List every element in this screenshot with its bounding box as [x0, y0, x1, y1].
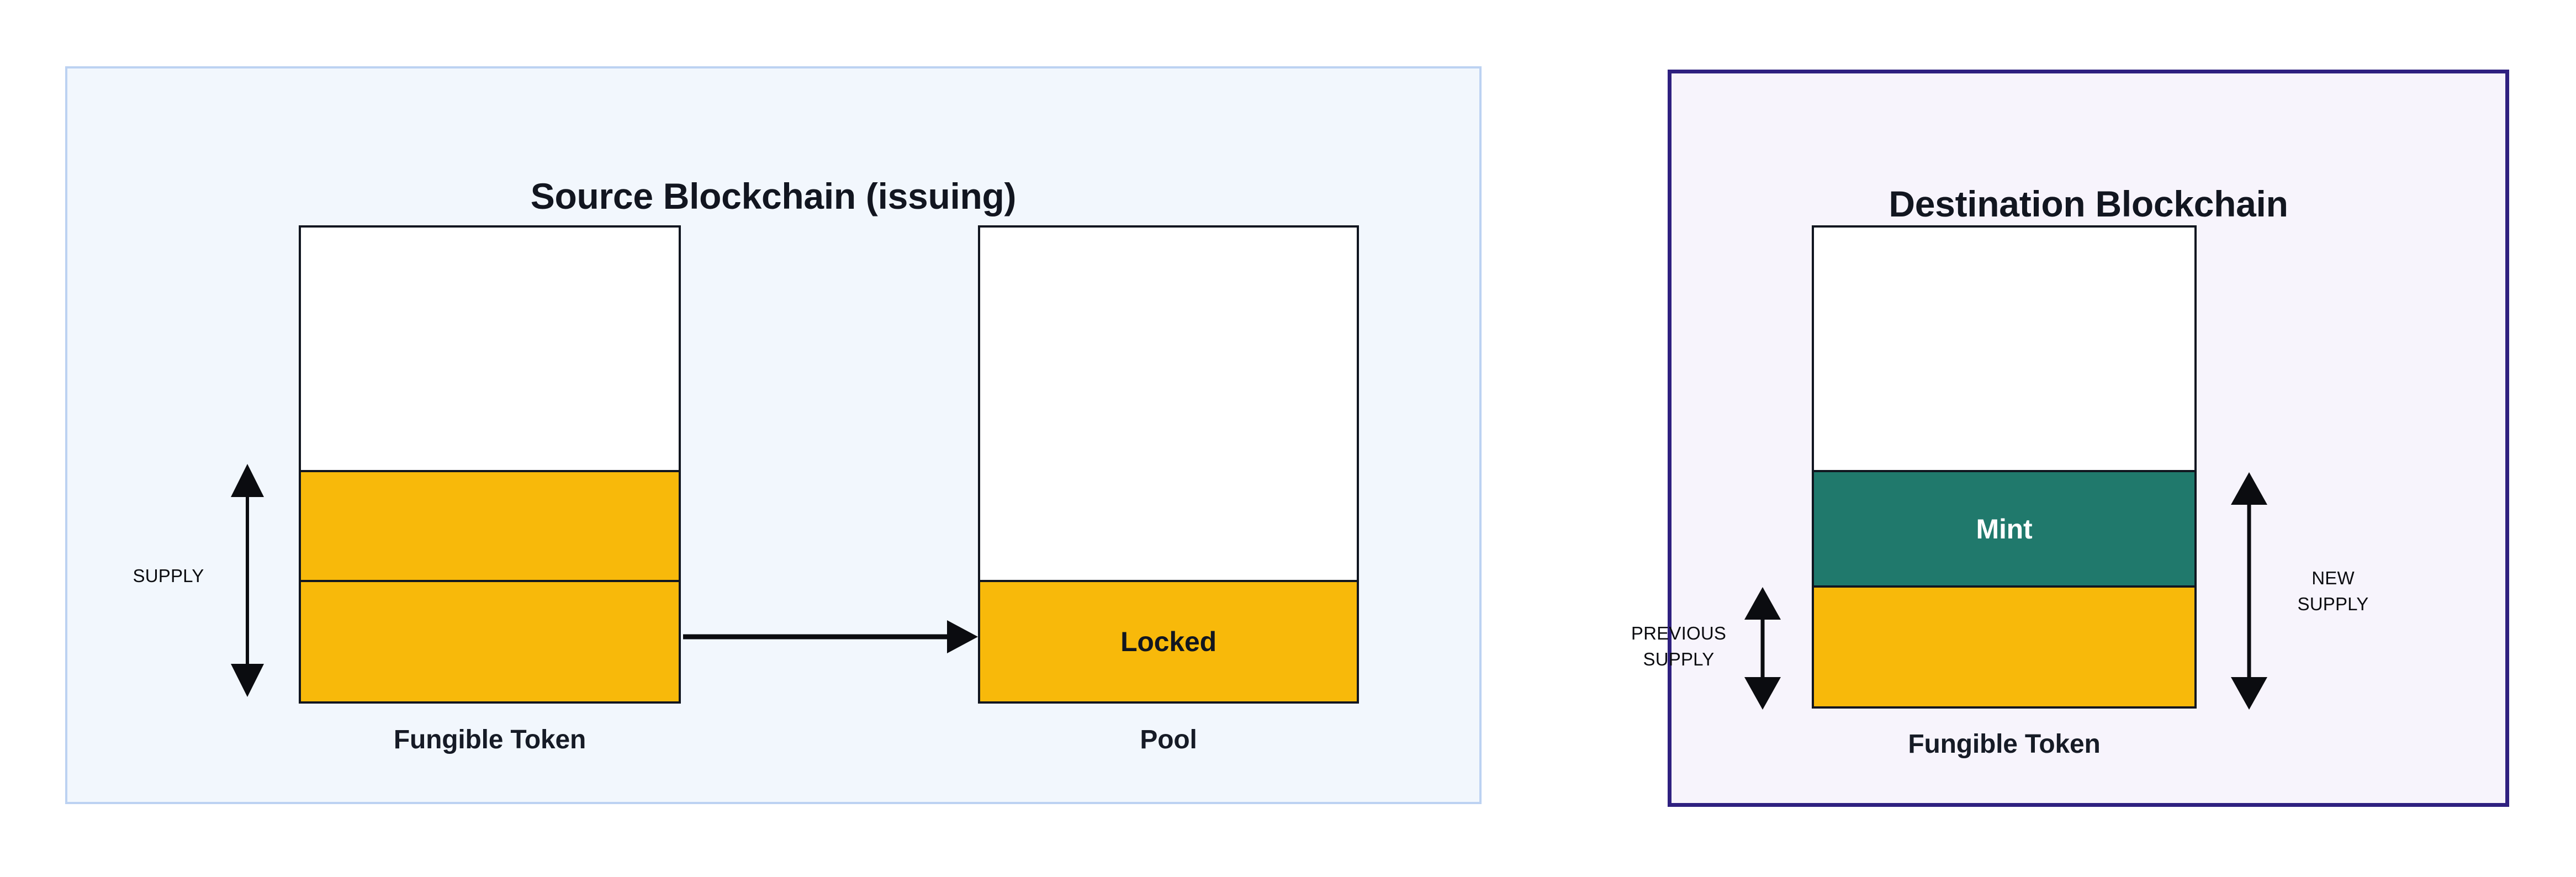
destination-token-segment-mint: Mint: [1814, 470, 2194, 585]
source-fungible-token-caption: Fungible Token: [393, 725, 586, 754]
source-token-segment-empty-headroom: [301, 228, 679, 470]
supply-dimension-label: SUPPLY: [133, 566, 204, 586]
pool-bar: Locked: [978, 225, 1359, 704]
pool-segment-locked-label: Locked: [1120, 626, 1216, 657]
previous-supply-dimension-label: PREVIOUS SUPPLY: [1631, 623, 1727, 669]
destination-fungible-token-bar: Mint: [1812, 225, 2197, 709]
source-token-segment-supply-upper: [301, 470, 679, 580]
source-token-segment-supply-lower: [301, 580, 679, 701]
source-panel-title: Source Blockchain (issuing): [530, 176, 1017, 216]
pool-segment-locked: Locked: [980, 580, 1357, 701]
destination-token-segment-empty-headroom: [1814, 228, 2194, 470]
new-supply-dimension-label: NEW SUPPLY: [2297, 568, 2369, 614]
pool-caption: Pool: [1140, 725, 1197, 754]
pool-segment-empty-headroom: [980, 228, 1357, 580]
destination-fungible-token-caption: Fungible Token: [1908, 730, 2101, 759]
destination-token-segment-mint-label: Mint: [1976, 513, 2033, 545]
source-fungible-token-bar: [299, 225, 681, 704]
destination-token-segment-previous-supply: [1814, 585, 2194, 706]
destination-panel-title: Destination Blockchain: [1889, 183, 2288, 224]
